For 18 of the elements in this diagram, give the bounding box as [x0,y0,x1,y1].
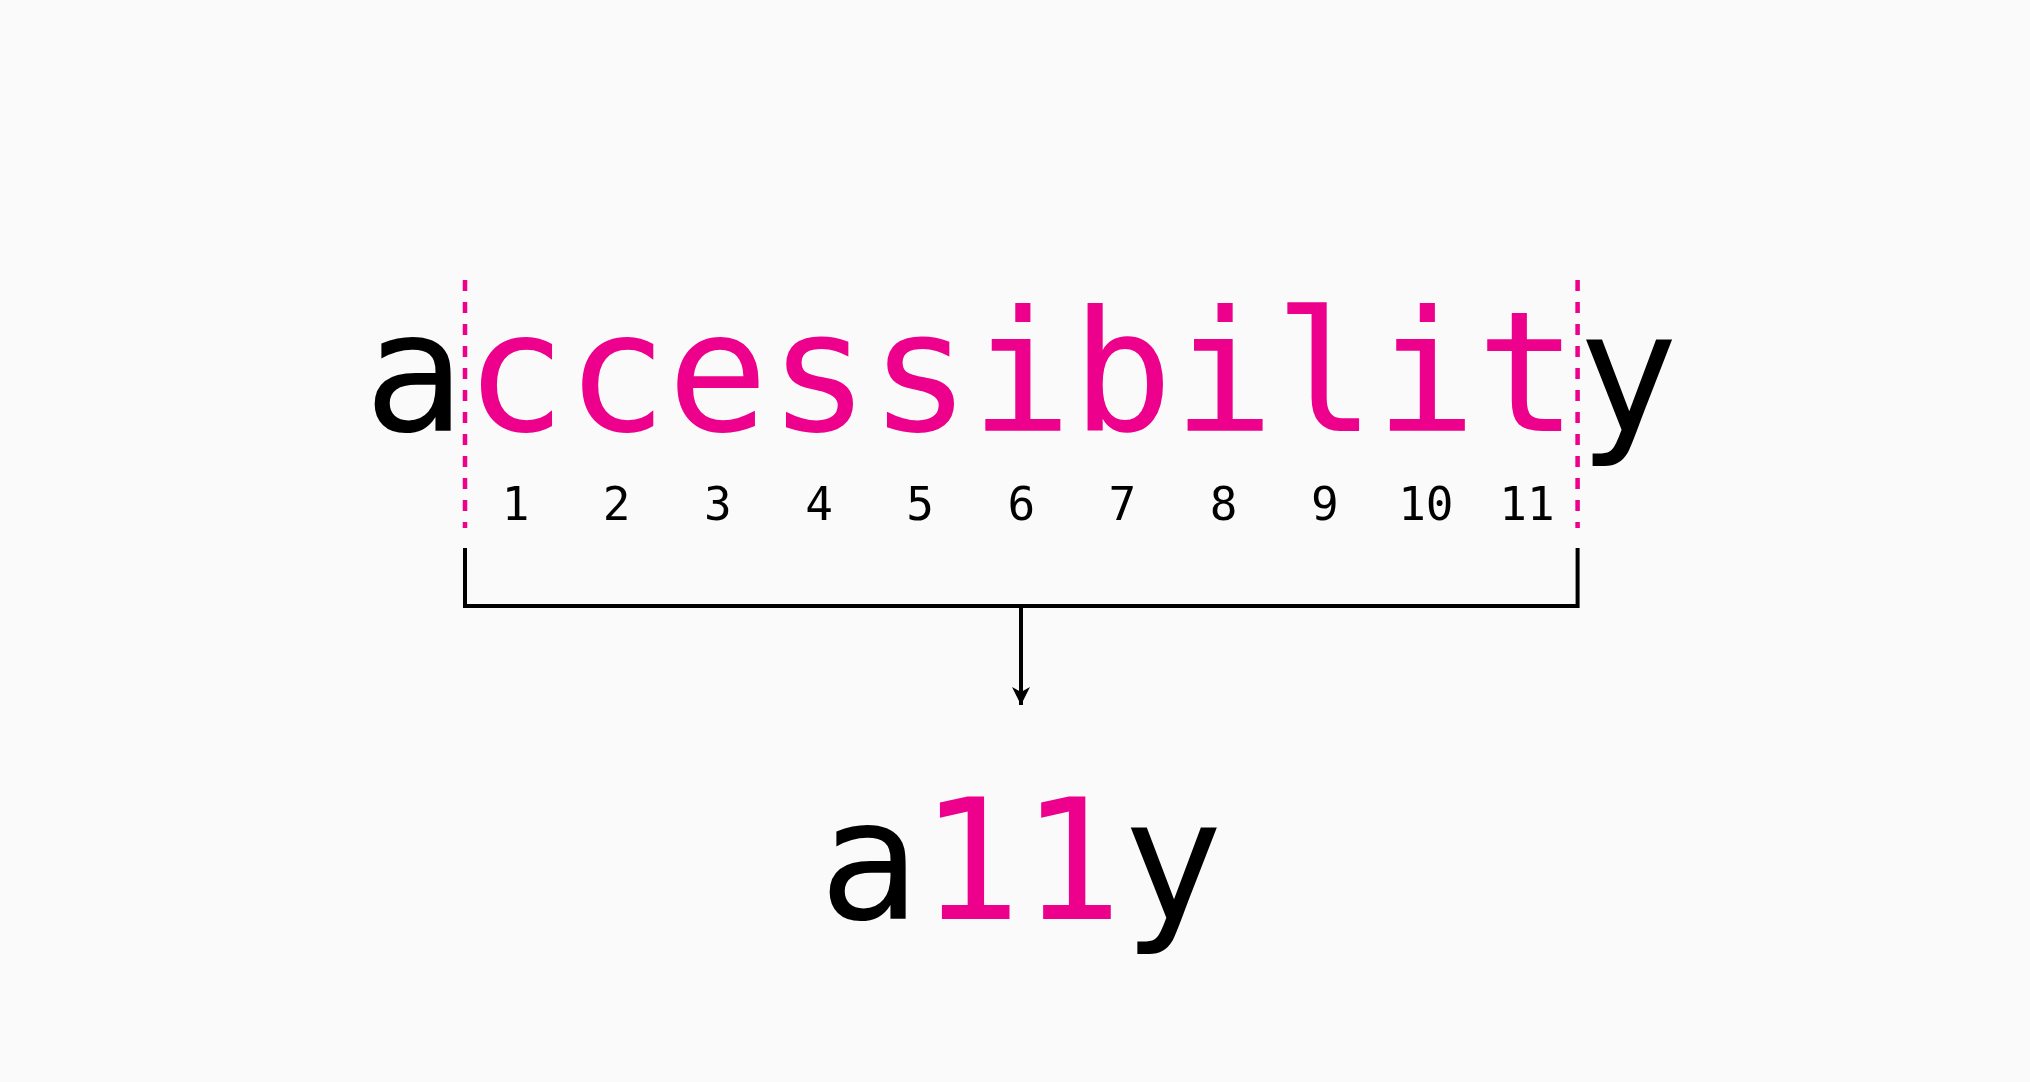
last-letter: y [1577,273,1679,475]
letter-position-number: 1 [501,478,530,531]
letter-position-number: 6 [1007,478,1036,531]
letter-position-number: 8 [1209,478,1238,531]
letter-position-number: 3 [704,478,732,531]
letter-count: 11 [919,761,1123,963]
letter-position-number: 2 [602,478,631,531]
letter-position-number: 11 [1499,478,1555,531]
letter-position-number: 5 [906,478,934,531]
letter-position-number: 9 [1310,478,1339,531]
letter-position-number: 10 [1398,478,1454,531]
letter-position-number: 4 [805,478,833,531]
letter-position-number: 7 [1108,478,1137,531]
first-letter: a [363,273,465,475]
bracket-arrow [463,546,1580,707]
counted-letters: ccessibilit [465,274,1578,473]
last-letter: y [1122,761,1224,963]
first-letter: a [818,761,920,963]
